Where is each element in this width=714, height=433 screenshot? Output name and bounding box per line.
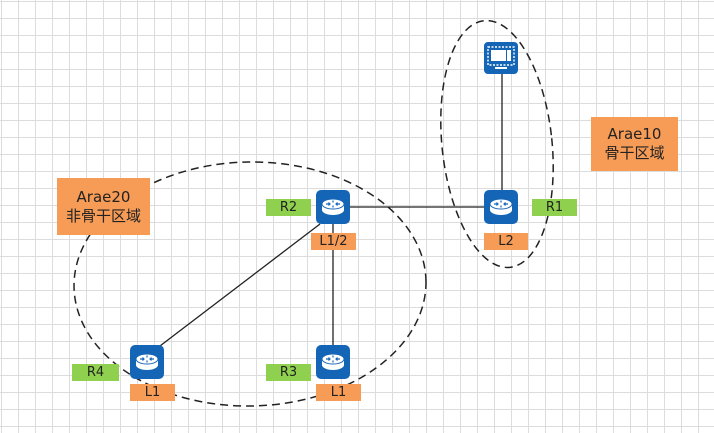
area10-boundary (440, 19, 554, 269)
area20-name: Arae20 (76, 187, 131, 206)
router-icon (316, 190, 350, 224)
router-r2[interactable] (316, 190, 350, 224)
router-r3-name: R3 (266, 364, 311, 381)
router-r1-name: R1 (532, 199, 577, 216)
router-r3[interactable] (316, 345, 350, 379)
router-r2-name: R2 (266, 199, 311, 216)
router-r1[interactable] (484, 190, 518, 224)
area10-name: Arae10 (607, 125, 662, 143)
router-r4-level: L1 (130, 384, 175, 401)
router-icon (130, 345, 164, 379)
router-r4[interactable] (130, 345, 164, 379)
pc-icon[interactable] (484, 42, 518, 74)
area20-type: 非骨干区域 (65, 206, 141, 225)
area10-type: 骨干区域 (604, 144, 665, 162)
router-r1-level: L2 (484, 233, 528, 250)
area20-label: Arae20 非骨干区域 (57, 178, 150, 235)
router-r4-name: R4 (72, 364, 119, 381)
router-r3-level: L1 (316, 384, 361, 401)
router-r2-level: L1/2 (311, 233, 356, 250)
link-r2-r4 (155, 223, 321, 350)
area20-boundary (73, 161, 427, 407)
router-icon (316, 345, 350, 379)
router-icon (484, 190, 518, 224)
area10-label: Arae10 骨干区域 (591, 117, 678, 171)
